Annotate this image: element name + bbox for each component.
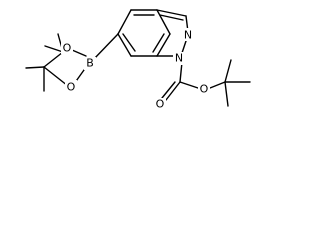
bond xyxy=(165,81,181,101)
bond xyxy=(209,81,226,89)
bond-inner xyxy=(152,33,165,53)
atom-o-lower: O xyxy=(67,81,76,94)
pyrazole-ring xyxy=(156,9,189,57)
atom-o-ester: O xyxy=(200,83,209,96)
bond xyxy=(161,81,176,99)
bond-inner xyxy=(159,14,184,21)
bond xyxy=(224,59,232,83)
pinacol-boronate xyxy=(25,33,119,92)
atom-n-substituted: N xyxy=(175,52,183,65)
bond xyxy=(179,61,183,83)
atom-labels: N N B O O O O xyxy=(61,28,210,111)
bond xyxy=(179,81,199,89)
bond xyxy=(71,49,87,57)
bond xyxy=(156,9,187,17)
bond xyxy=(117,33,132,57)
atom-b: B xyxy=(86,57,94,70)
bond xyxy=(117,9,132,35)
atom-o-carbonyl: O xyxy=(156,98,165,111)
bond xyxy=(156,33,171,57)
bond xyxy=(44,45,64,53)
bond xyxy=(43,51,64,68)
bond xyxy=(25,66,45,69)
benzene-ring xyxy=(117,9,171,57)
atom-o-upper: O xyxy=(63,42,72,55)
boc-group xyxy=(161,59,251,107)
atom-n-ring: N xyxy=(184,29,192,42)
bond xyxy=(43,66,69,87)
bond xyxy=(92,33,119,61)
bond xyxy=(224,81,229,107)
bond xyxy=(156,9,171,35)
chemical-structure: N N B O O O O xyxy=(25,9,251,111)
bond-inner xyxy=(122,33,136,52)
